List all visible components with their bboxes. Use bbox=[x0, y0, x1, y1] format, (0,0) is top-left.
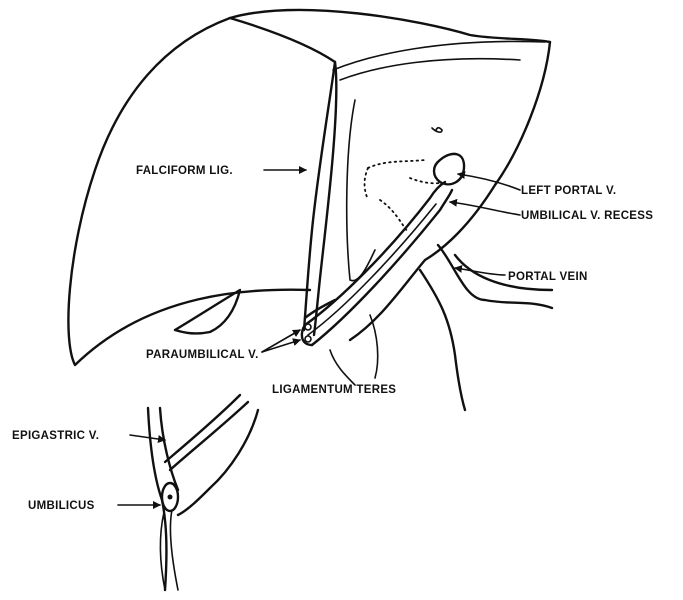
left-lobe-vessel-dots bbox=[365, 160, 440, 232]
ligamentum-teres-channel bbox=[302, 182, 452, 345]
label-epigastric-v: EPIGASTRIC V. bbox=[12, 430, 99, 442]
label-paraumbilical-v: PARAUMBILICAL V. bbox=[146, 349, 259, 361]
label-left-portal-v: LEFT PORTAL V. bbox=[521, 185, 616, 197]
label-umbilical-v-recess: UMBILICAL V. RECESS bbox=[521, 210, 653, 222]
falciform-ligament bbox=[230, 18, 336, 335]
left-portal-vein-shape bbox=[432, 128, 464, 185]
label-falciform-lig: FALCIFORM LIG. bbox=[136, 165, 233, 177]
leader-lines bbox=[118, 170, 520, 505]
label-ligamentum-teres: LIGAMENTUM TERES bbox=[272, 384, 396, 396]
label-portal-vein: PORTAL VEIN bbox=[508, 271, 588, 283]
label-umbilicus: UMBILICUS bbox=[28, 500, 95, 512]
abdominal-wall bbox=[148, 395, 258, 590]
liver-outline bbox=[68, 10, 550, 365]
portal-vein-shape bbox=[420, 245, 552, 410]
